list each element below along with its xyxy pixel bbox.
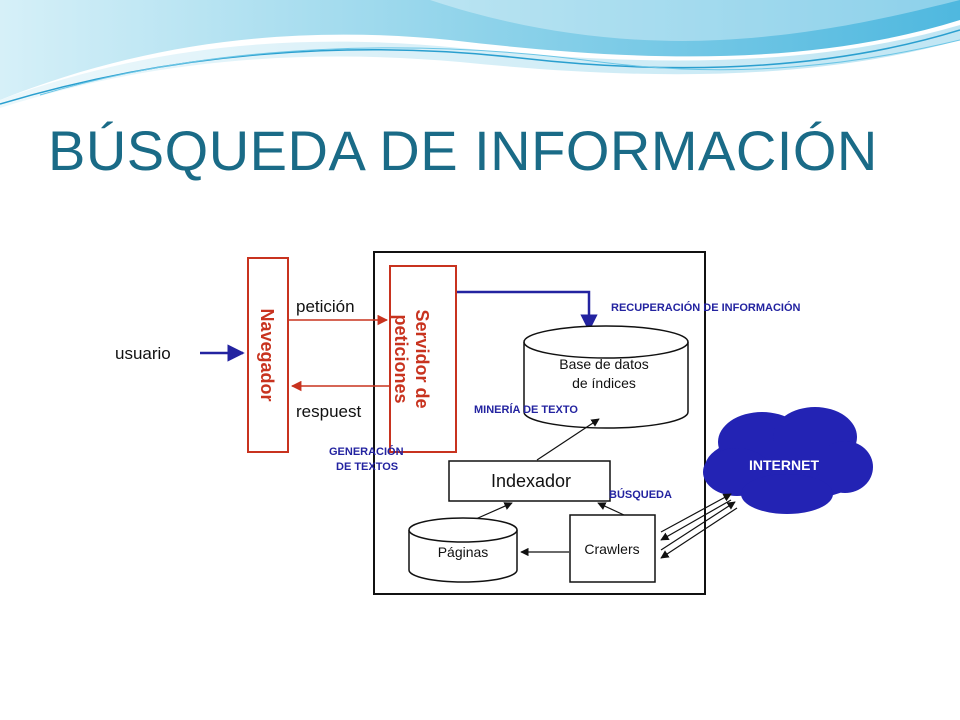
request-server-box (389, 265, 457, 453)
crawler-internet-arrow-1 (660, 493, 732, 533)
request-label: petición (296, 297, 355, 316)
crawlers-label: Crawlers (584, 541, 639, 557)
response-label: respuest (296, 402, 361, 421)
server-label-line1: Servidor de (412, 309, 432, 408)
crawler-internet-arrow-3 (660, 501, 736, 551)
pages-label: Páginas (438, 544, 489, 560)
internet-label: INTERNET (749, 457, 819, 473)
crawlers-box (569, 514, 656, 583)
text-generation-label-line2: DE TEXTOS (336, 461, 398, 473)
header-wave-decoration (0, 0, 960, 108)
retrieval-arrow (457, 290, 598, 332)
text-generation-label-line1: GENERACIÓN (329, 445, 404, 458)
pages-database (408, 517, 518, 583)
search-label: BÚSQUEDA (609, 488, 672, 501)
crawlers-to-indexer-arrow (597, 502, 625, 516)
text-mining-label: MINERÍA DE TEXTO (474, 403, 578, 416)
index-db-label-line1: Base de datos (559, 356, 649, 372)
crawler-internet-arrow-2 (660, 499, 732, 541)
browser-label: Navegador (257, 308, 277, 401)
information-search-diagram: usuario Navegador Servidor de peticiones… (115, 251, 873, 595)
server-label-line2: peticiones (391, 314, 411, 403)
indexer-box (448, 460, 611, 502)
crawler-internet-arrow-4 (660, 507, 738, 559)
index-db-label-line2: de índices (572, 375, 636, 391)
browser-box (247, 257, 289, 453)
system-boundary (373, 251, 706, 595)
slide-title: BÚSQUEDA DE INFORMACIÓN (48, 119, 878, 182)
indexer-to-db-arrow (536, 418, 600, 461)
internet-cloud (703, 407, 873, 514)
user-label: usuario (115, 344, 171, 363)
indexer-label: Indexador (491, 471, 571, 491)
index-database (523, 325, 689, 429)
retrieval-label: RECUPERACIÓN DE INFORMACIÓN (611, 301, 801, 314)
